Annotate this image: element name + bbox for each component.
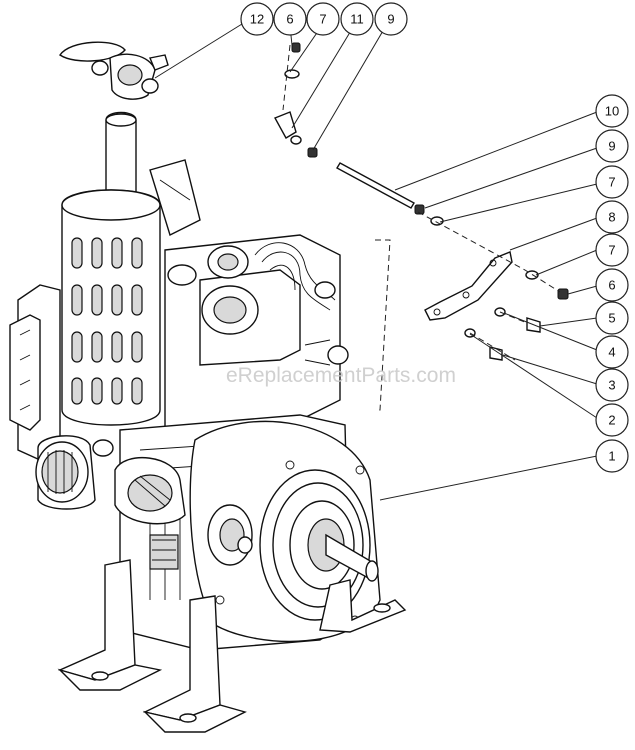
callout-7-top: 7 bbox=[306, 2, 340, 36]
callout-11: 11 bbox=[340, 2, 374, 36]
part-7-washer-right bbox=[525, 270, 539, 280]
callout-5: 5 bbox=[595, 301, 629, 335]
callout-12: 12 bbox=[240, 2, 274, 36]
callout-2: 2 bbox=[595, 403, 629, 437]
part-6-nut-right bbox=[557, 288, 569, 300]
fitting-stack-top bbox=[274, 42, 318, 158]
callout-label: 10 bbox=[605, 104, 619, 119]
callout-8: 8 bbox=[595, 200, 629, 234]
callout-6-top: 6 bbox=[273, 2, 307, 36]
callout-label: 8 bbox=[608, 210, 615, 225]
callout-label: 5 bbox=[608, 311, 615, 326]
callout-label: 7 bbox=[608, 243, 615, 258]
part-8-bracket bbox=[424, 251, 513, 321]
callout-label: 7 bbox=[608, 175, 615, 190]
callout-7-right-b: 7 bbox=[595, 233, 629, 267]
callout-label: 11 bbox=[350, 12, 364, 27]
callout-6-right: 6 bbox=[595, 268, 629, 302]
callout-label: 12 bbox=[250, 12, 264, 27]
part-7-washer bbox=[430, 216, 444, 226]
callout-label: 9 bbox=[608, 139, 615, 154]
callout-label: 3 bbox=[608, 378, 615, 393]
assembly-lines bbox=[282, 44, 561, 411]
part-12-clamp-cap bbox=[59, 41, 169, 100]
callout-label: 2 bbox=[608, 413, 615, 428]
leader-lines bbox=[154, 23, 598, 501]
exploded-parts bbox=[59, 41, 569, 361]
engine-assembly bbox=[9, 111, 407, 733]
callout-7-right-a: 7 bbox=[595, 165, 629, 199]
callout-label: 6 bbox=[608, 278, 615, 293]
callout-1: 1 bbox=[595, 439, 629, 473]
callout-3: 3 bbox=[595, 368, 629, 402]
callout-label: 1 bbox=[608, 449, 615, 464]
part-9-nut bbox=[414, 204, 425, 215]
watermark: eReplacementParts.com bbox=[226, 364, 456, 387]
callout-4: 4 bbox=[595, 335, 629, 369]
callout-9-top: 9 bbox=[374, 2, 408, 36]
callout-label: 7 bbox=[319, 12, 326, 27]
callout-label: 6 bbox=[286, 12, 293, 27]
callout-label: 4 bbox=[608, 345, 615, 360]
callout-label: 9 bbox=[387, 12, 394, 27]
part-10-rod bbox=[336, 162, 415, 209]
callout-9-right: 9 bbox=[595, 129, 629, 163]
callout-10: 10 bbox=[595, 94, 629, 128]
